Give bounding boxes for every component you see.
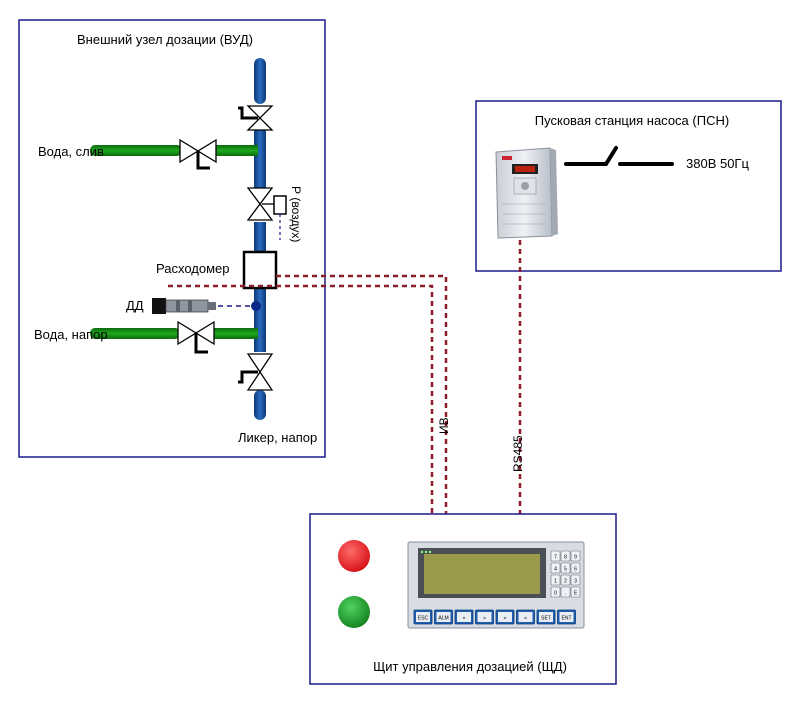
panel-function-key[interactable]: » — [454, 609, 474, 625]
drain-green-pipe — [90, 145, 258, 156]
flowmeter-label: Расходомер — [156, 261, 229, 276]
panel-function-key-label: ESC — [418, 616, 429, 622]
panel-function-key[interactable]: ESC — [413, 609, 433, 625]
psn-frame — [475, 100, 782, 272]
panel-function-keys: ESC ALM » » « « SET ENT — [413, 609, 576, 625]
keypad-key-label: 4 — [554, 567, 557, 573]
panel-function-key-label: » — [463, 616, 466, 622]
panel-led-row — [420, 550, 432, 554]
keypad-key[interactable]: 2 — [560, 574, 571, 586]
liquor-pressure-label: Ликер, напор — [238, 430, 317, 445]
iv-signal-line — [168, 274, 448, 514]
panel-function-key-label: « — [504, 616, 507, 622]
keypad-key-label: 3 — [574, 579, 577, 585]
top-valve-icon — [238, 105, 274, 131]
panel-function-key-label: « — [524, 616, 527, 622]
dd-pressure-sensor — [152, 298, 250, 314]
keypad-key[interactable]: 3 — [570, 574, 581, 586]
panel-function-key[interactable]: SET — [536, 609, 556, 625]
psn-title: Пусковая станция насоса (ПСН) — [535, 113, 729, 128]
keypad-key[interactable]: 8 — [560, 550, 571, 562]
bottom-valve-icon — [238, 353, 274, 391]
keypad-key[interactable]: . — [560, 586, 571, 598]
red-indicator-lamp — [338, 540, 370, 572]
operator-panel — [407, 541, 585, 629]
vfd-device — [495, 147, 558, 239]
panel-function-key[interactable]: « — [516, 609, 535, 625]
vud-title: Внешний узел дозации (ВУД) — [77, 32, 253, 47]
flowmeter — [242, 250, 278, 290]
panel-function-key-label: » — [483, 616, 486, 622]
iv-label: ИВ — [437, 417, 451, 434]
shd-title: Щит управления дозацией (ЩД) — [373, 659, 567, 674]
panel-function-key-label: ALM — [438, 616, 448, 622]
keypad-key-label: . — [565, 591, 566, 597]
keypad-key[interactable]: 5 — [560, 562, 571, 574]
panel-function-key[interactable]: » — [475, 609, 494, 625]
panel-function-key[interactable]: ENT — [557, 609, 576, 625]
keypad-key-label: 0 — [554, 591, 557, 597]
water-drain-label: Вода, слив — [38, 144, 104, 159]
panel-keypad: 7 8 9 4 5 6 1 2 3 0. E — [550, 550, 581, 598]
keypad-key[interactable]: 4 — [550, 562, 561, 574]
water-valve-icon — [177, 320, 215, 354]
keypad-key[interactable]: 7 — [550, 550, 561, 562]
keypad-key-label: E — [574, 591, 578, 597]
drain-valve-icon — [179, 138, 217, 170]
panel-function-key-label: ENT — [562, 616, 572, 622]
keypad-key-label: 6 — [574, 567, 577, 573]
keypad-key-label: 9 — [574, 555, 577, 561]
panel-function-key[interactable]: « — [495, 609, 515, 625]
water-green-pipe — [90, 328, 258, 339]
panel-function-key-label: SET — [541, 616, 551, 622]
air-pressure-sensor — [273, 195, 287, 215]
shd-frame — [309, 513, 617, 685]
keypad-key[interactable]: 1 — [550, 574, 561, 586]
panel-function-key[interactable]: ALM — [434, 609, 453, 625]
keypad-key-label: 8 — [564, 555, 567, 561]
green-indicator-lamp — [338, 596, 370, 628]
power-switch-icon — [564, 146, 674, 166]
keypad-key[interactable]: 9 — [570, 550, 581, 562]
rs485-label: RS485 — [511, 435, 525, 472]
keypad-key-label: 2 — [564, 579, 567, 585]
vud-frame — [18, 19, 326, 458]
dd-tap-point — [251, 301, 261, 311]
keypad-key[interactable]: E — [570, 586, 581, 598]
keypad-key[interactable]: 0 — [550, 586, 561, 598]
water-pressure-label: Вода, напор — [34, 327, 108, 342]
air-valve-icon — [246, 187, 274, 221]
power-label: 380В 50Гц — [686, 156, 749, 171]
pressure-air-label: Р (воздух) — [289, 186, 303, 242]
keypad-key[interactable]: 6 — [570, 562, 581, 574]
keypad-key-label: 7 — [554, 555, 557, 561]
keypad-key-label: 5 — [564, 567, 567, 573]
dd-label: ДД — [126, 298, 144, 313]
keypad-key-label: 1 — [554, 579, 557, 585]
